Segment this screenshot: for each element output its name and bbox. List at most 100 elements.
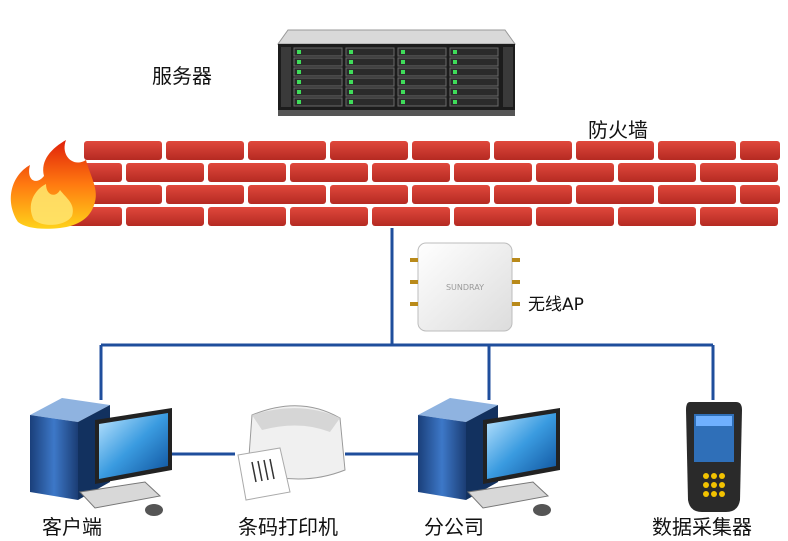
collector-label: 数据采集器: [652, 515, 752, 539]
wireless-ap-icon: SUNDRAY: [410, 242, 520, 332]
drive-led: [349, 60, 353, 64]
brick: [536, 163, 614, 182]
handheld-scanner-icon: [686, 402, 742, 512]
wireless-ap-label: 无线AP: [528, 295, 584, 315]
brick: [330, 185, 408, 204]
firewall-label: 防火墙: [588, 118, 648, 142]
drive-bay: [397, 47, 447, 57]
drive-led: [297, 90, 301, 94]
brick: [372, 207, 450, 226]
drive-led: [349, 80, 353, 84]
drive-bay: [293, 57, 343, 67]
drive-bay: [293, 87, 343, 97]
drive-led: [349, 90, 353, 94]
brick: [290, 207, 368, 226]
brick: [576, 141, 654, 160]
brick: [536, 207, 614, 226]
drive-bay: [293, 47, 343, 57]
network-links: [99, 228, 715, 456]
drive-led: [349, 50, 353, 54]
drive-led: [453, 80, 457, 84]
drive-led: [401, 80, 405, 84]
drive-bay: [397, 67, 447, 77]
brick: [166, 141, 244, 160]
brick: [658, 141, 736, 160]
drive-bay: [397, 97, 447, 107]
drive-bay: [397, 77, 447, 87]
brick: [166, 185, 244, 204]
brick: [494, 185, 572, 204]
drive-led: [401, 100, 405, 104]
drive-bay: [449, 87, 499, 97]
brick: [740, 141, 780, 160]
drive-bay: [449, 77, 499, 87]
brick: [700, 207, 778, 226]
drive-led: [401, 50, 405, 54]
brick: [454, 207, 532, 226]
drive-led: [297, 50, 301, 54]
brick: [658, 185, 736, 204]
drive-led: [297, 80, 301, 84]
drive-led: [297, 60, 301, 64]
drive-led: [453, 50, 457, 54]
server-label: 服务器: [152, 64, 212, 88]
client-computer-icon: [30, 398, 172, 516]
brick: [330, 141, 408, 160]
drive-bay: [449, 97, 499, 107]
drive-bay: [293, 77, 343, 87]
branch-computer-icon: [418, 398, 560, 516]
brick: [84, 185, 162, 204]
fire-icon: [10, 140, 96, 229]
drive-bay: [345, 57, 395, 67]
brick: [618, 163, 696, 182]
drive-led: [401, 60, 405, 64]
brick: [454, 163, 532, 182]
drive-led: [349, 70, 353, 74]
drive-led: [453, 70, 457, 74]
brick: [126, 163, 204, 182]
barcode-printer-icon: [237, 405, 346, 501]
brick: [84, 141, 162, 160]
drive-led: [297, 70, 301, 74]
drive-bay: [345, 47, 395, 57]
drive-bay: [293, 67, 343, 77]
drive-bay: [449, 47, 499, 57]
ap-brand-text: SUNDRAY: [446, 283, 484, 292]
brick: [412, 185, 490, 204]
brick: [618, 207, 696, 226]
drive-bay: [397, 87, 447, 97]
brick: [290, 163, 368, 182]
client-label: 客户端: [42, 515, 102, 539]
brick: [700, 163, 778, 182]
brick: [208, 207, 286, 226]
branch-label: 分公司: [424, 515, 484, 539]
drive-led: [453, 100, 457, 104]
drive-led: [297, 100, 301, 104]
drive-bay: [345, 77, 395, 87]
drive-bay: [345, 67, 395, 77]
drive-led: [349, 100, 353, 104]
brick: [248, 141, 326, 160]
drive-led: [401, 70, 405, 74]
drive-led: [401, 90, 405, 94]
brick: [208, 163, 286, 182]
drive-bay: [293, 97, 343, 107]
drive-bay: [345, 87, 395, 97]
drive-bay: [397, 57, 447, 67]
drive-bay: [449, 57, 499, 67]
brick: [576, 185, 654, 204]
brick: [740, 185, 780, 204]
firewall-wall-icon: [44, 141, 780, 226]
drive-led: [453, 60, 457, 64]
drive-bay: [449, 67, 499, 77]
brick: [372, 163, 450, 182]
printer-label: 条码打印机: [238, 515, 338, 539]
server-icon: [277, 29, 516, 116]
drive-bay: [345, 97, 395, 107]
brick: [494, 141, 572, 160]
drive-led: [453, 90, 457, 94]
brick: [412, 141, 490, 160]
brick: [126, 207, 204, 226]
brick: [248, 185, 326, 204]
